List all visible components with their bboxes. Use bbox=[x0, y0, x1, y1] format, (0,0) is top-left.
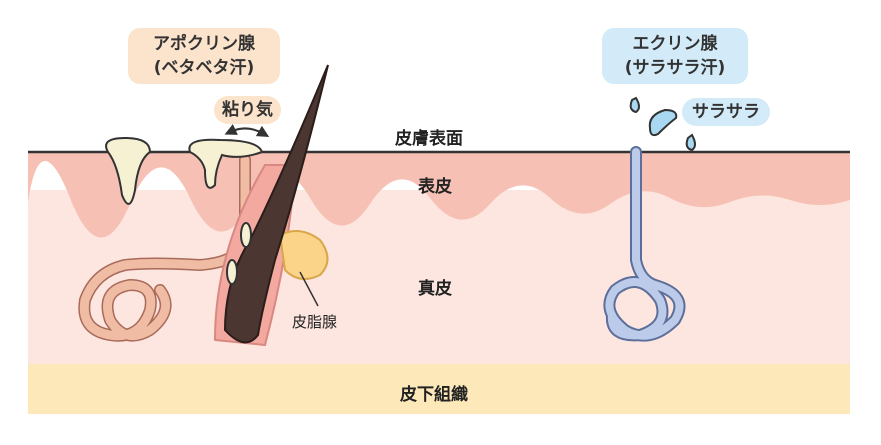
smooth-label: サラサラ bbox=[682, 98, 770, 126]
sebum-drops bbox=[105, 136, 264, 285]
sticky-arrow-icon bbox=[224, 124, 270, 138]
apocrine-subtitle: (ベタベタ汗) bbox=[153, 58, 255, 78]
sebaceous-gland bbox=[278, 230, 329, 280]
sweat-drops bbox=[629, 96, 696, 152]
dermis-layer bbox=[28, 190, 850, 364]
apocrine-label: アポクリン腺 (ベタベタ汗) bbox=[128, 28, 280, 84]
epidermis-label: 表皮 bbox=[418, 177, 452, 197]
subcutis-label: 皮下組織 bbox=[400, 385, 468, 405]
epidermis-layer bbox=[28, 152, 850, 238]
sebaceous-pointer bbox=[299, 271, 319, 307]
eccrine-subtitle: (サラサラ汗) bbox=[624, 58, 726, 78]
subcutis-layer bbox=[28, 362, 850, 414]
eccrine-gland bbox=[603, 146, 686, 342]
sebaceous-label: 皮脂腺 bbox=[292, 313, 338, 331]
eccrine-label: エクリン腺 (サラサラ汗) bbox=[602, 28, 748, 84]
sticky-label: 粘り気 bbox=[214, 96, 281, 124]
eccrine-title: エクリン腺 bbox=[632, 34, 718, 54]
skin-surface-label: 皮膚表面 bbox=[395, 129, 463, 149]
dermis-label: 真皮 bbox=[418, 279, 452, 299]
apocrine-title: アポクリン腺 bbox=[153, 34, 255, 54]
